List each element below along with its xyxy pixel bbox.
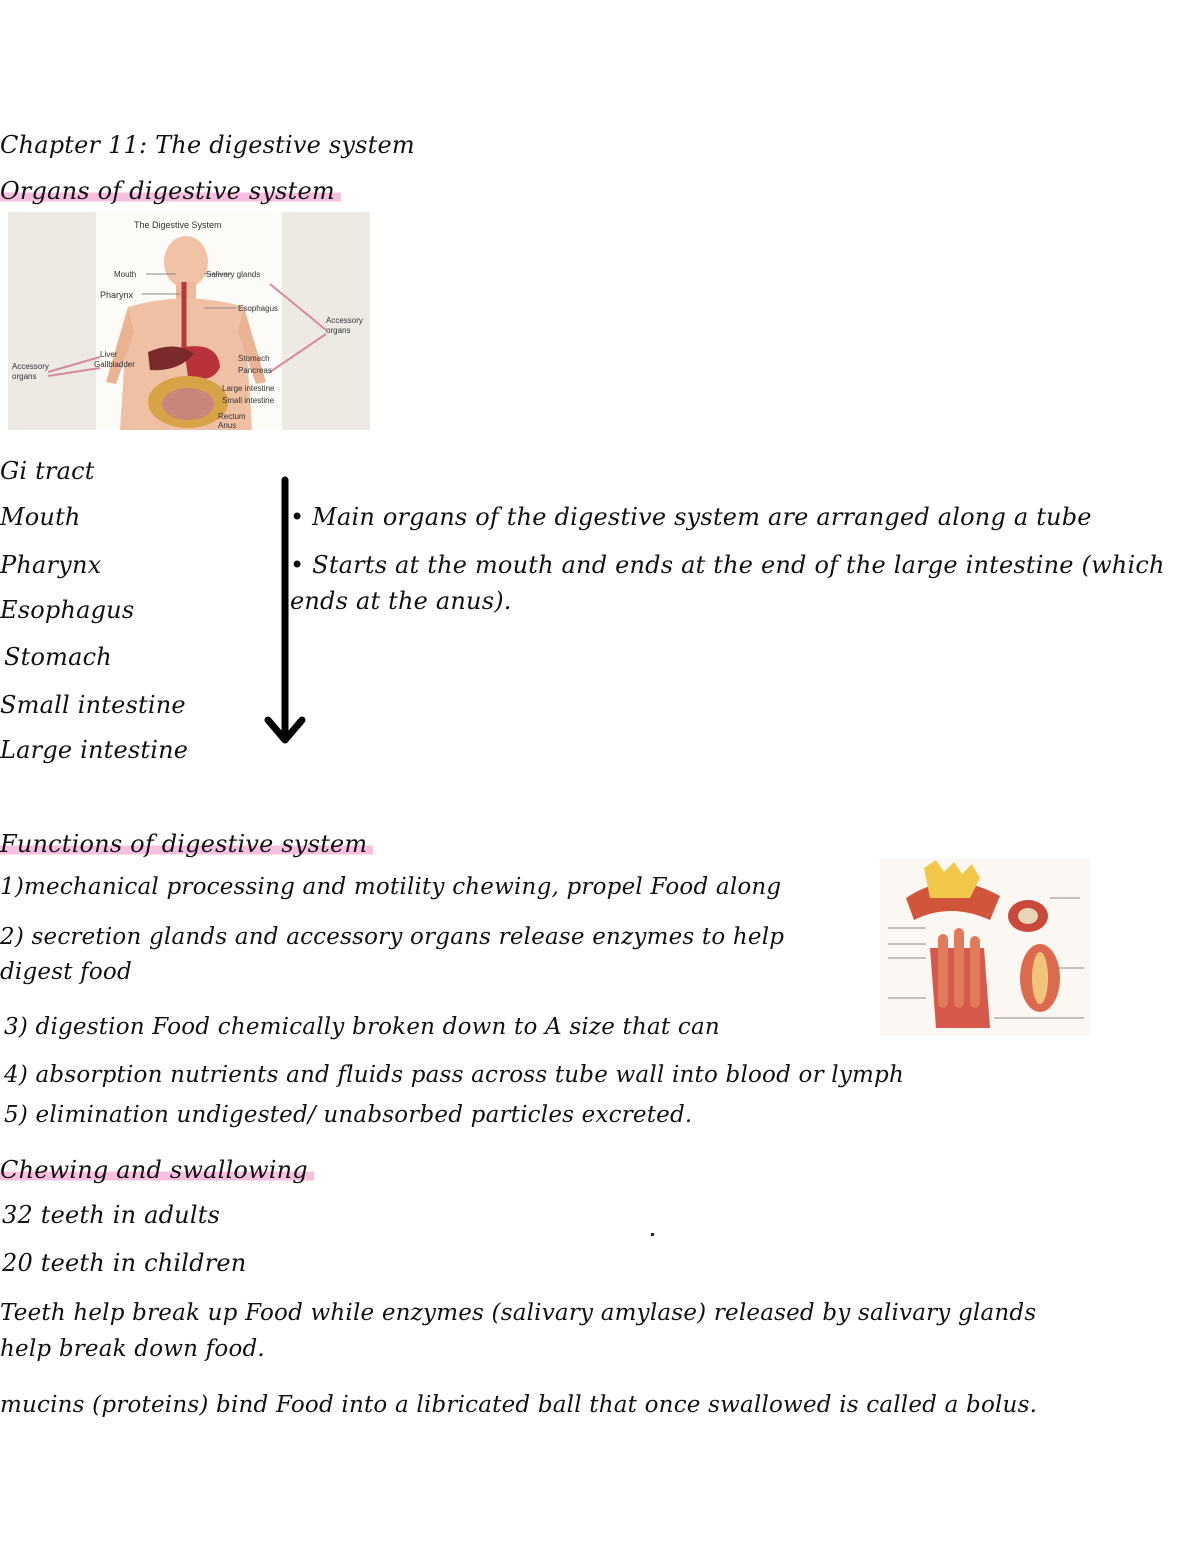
bullet-starts-at-mouth: • Starts at the mouth and ends at the en… [290,551,1165,579]
label-esophagus: Esophagus [238,304,279,313]
organ-small-intestine: Small intestine [0,691,186,719]
label-anus: Anus [218,421,237,430]
label-stomach: Stomach [238,354,270,363]
teeth-adults: 32 teeth in adults [2,1201,221,1229]
label-liver: Liver [100,350,118,359]
digestive-system-illustration [47,236,327,430]
organ-pharynx: Pharynx [0,551,102,579]
label-small-intestine: Small intestine [222,396,275,405]
function-2: 2) secretion glands and accessory organs… [0,924,785,950]
section-heading-chewing: Chewing and swallowing [0,1155,314,1185]
function-1: 1)mechanical processing and motility che… [0,874,782,900]
gi-tract-heading: Gi tract [0,457,95,485]
function-3: 3) digestion Food chemically broken down… [4,1014,720,1040]
organ-esophagus: Esophagus [0,596,135,624]
stray-dot [651,1233,654,1236]
organ-large-intestine: Large intestine [0,736,189,764]
label-pharynx: Pharynx [100,290,134,300]
function-4: 4) absorption nutrients and fluids pass … [4,1062,904,1088]
function-5: 5) elimination undigested/ unabsorbed pa… [4,1102,693,1128]
label-large-intestine: Large intestine [222,384,275,393]
section-heading-organs: Organs of digestive system [0,176,341,206]
label-pancreas: Pancreas [238,366,272,375]
page-title: Chapter 11: The digestive system [0,131,415,159]
section-heading-functions: Functions of digestive system [0,829,374,859]
bullet-main-organs: • Main organs of the digestive system ar… [290,503,1092,531]
figure-title: The Digestive System [134,220,222,230]
down-arrow-icon [264,476,306,744]
label-mouth: Mouth [114,270,137,279]
label-gallbladder: Gallbladder [94,360,135,369]
mucins-line: mucins (proteins) bind Food into a libri… [0,1392,1038,1418]
label-salivary-glands: Salivary glands [206,270,261,279]
bullet-ends-at-anus: ends at the anus). [290,587,512,615]
label-accessory-organs-right-1: Accessory [326,316,363,325]
label-accessory-organs-right-2: organs [326,326,351,335]
intestinal-wall-figure [880,858,1090,1036]
label-accessory-organs-left-1: Accessory [12,362,49,371]
intestinal-wall-illustration [880,858,1090,1036]
label-accessory-organs-left-2: organs [12,372,37,381]
organ-stomach: Stomach [4,643,112,671]
organ-mouth: Mouth [0,503,81,531]
teeth-help-line: Teeth help break up Food while enzymes (… [0,1300,1037,1326]
label-rectum: Rectum [218,412,246,421]
teeth-help-line-continued: help break down food. [0,1336,265,1362]
digestive-system-figure: The Digestive System Mouth Pharynx Saliv… [8,212,370,430]
function-2-continued: digest food [0,959,132,985]
teeth-children: 20 teeth in children [2,1249,247,1277]
